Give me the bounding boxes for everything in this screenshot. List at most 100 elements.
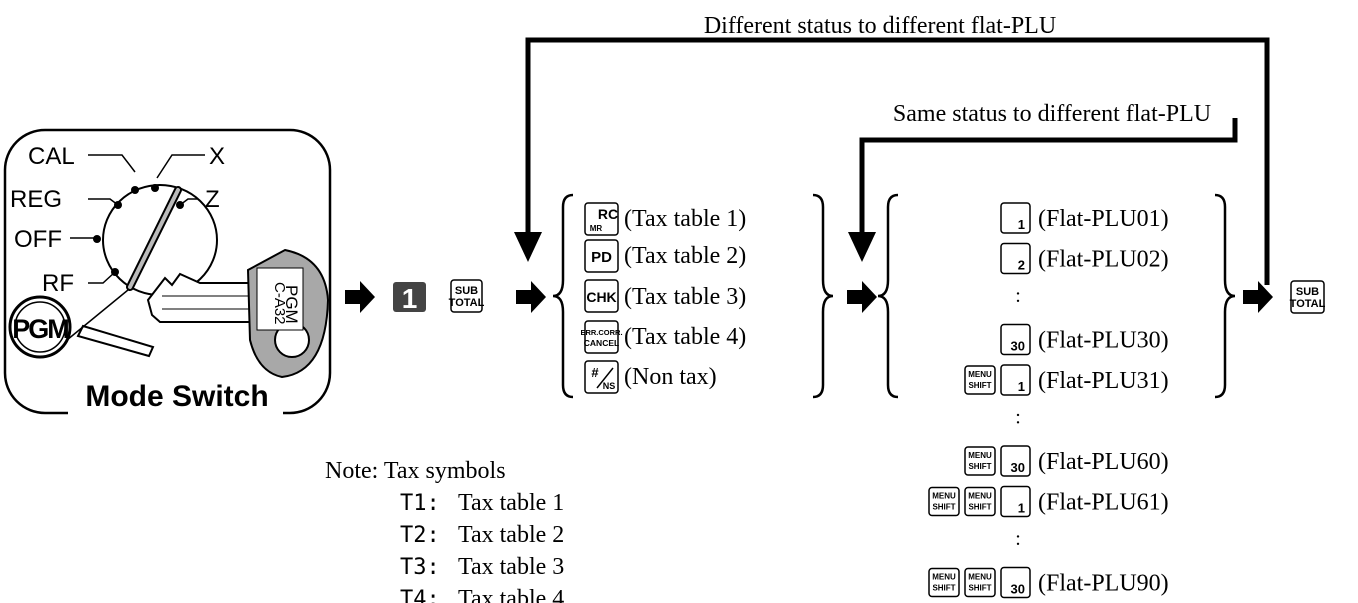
note-text-t4: Tax table 4 [458, 586, 564, 603]
svg-text:2: 2 [1018, 258, 1025, 273]
menu-shift-key[interactable]: MENU SHIFT [964, 486, 996, 517]
flat-plu-key[interactable]: 1 [1000, 202, 1031, 234]
svg-text:SHIFT: SHIFT [932, 584, 955, 593]
svg-text:MENU: MENU [968, 451, 992, 460]
svg-text:MENU: MENU [932, 573, 956, 582]
menu-shift-key[interactable]: MENU SHIFT [928, 567, 960, 598]
tax-table-1-label: (Tax table 1) [624, 206, 746, 232]
flat-plu-label: (Flat-PLU90) [1038, 571, 1169, 597]
numeric-key-1[interactable]: 1 [393, 282, 426, 314]
svg-text:#: # [591, 365, 599, 380]
dial-label-x: X [209, 143, 225, 170]
ellipsis-dots: : [1015, 407, 1021, 429]
flat-plu-key[interactable]: 1 [1000, 485, 1031, 518]
pgm-badge: PGM [12, 314, 68, 344]
flat-plu-row: 1 (Flat-PLU01) [1000, 202, 1169, 234]
svg-text:CHK: CHK [586, 289, 616, 305]
svg-text:30: 30 [1011, 339, 1025, 354]
dial-leaders [70, 154, 205, 284]
svg-text:MR: MR [590, 224, 603, 233]
ellipsis-dots: : [1015, 285, 1021, 307]
tax-brace-right [812, 193, 834, 399]
tax-key-err-corr-cancel[interactable]: ERR.CORR. CANCEL [580, 320, 623, 354]
svg-text:MENU: MENU [968, 370, 992, 379]
note-text-t3: Tax table 3 [458, 554, 564, 580]
svg-text:TOTAL: TOTAL [1290, 298, 1326, 310]
svg-text:TOTAL: TOTAL [449, 297, 485, 309]
dial-label-z: Z [205, 186, 220, 213]
plu-brace-right [1214, 193, 1236, 399]
svg-text:1: 1 [402, 283, 418, 314]
tax-table-4-label: (Tax table 4) [624, 324, 746, 350]
mode-switch: Mode Switch CAL X REG Z OFF RF [3, 128, 332, 416]
dial-label-reg: REG [10, 186, 62, 213]
ellipsis-dots: : [1015, 528, 1021, 550]
tax-table-3-label: (Tax table 3) [624, 284, 746, 310]
flat-plu-key[interactable]: 30 [1000, 445, 1031, 477]
flat-plu-label: (Flat-PLU61) [1038, 490, 1169, 516]
flow-arrows [345, 281, 1273, 313]
svg-text:1: 1 [1018, 501, 1025, 516]
subtotal-key[interactable]: SUB TOTAL [449, 279, 485, 313]
flat-plu-key[interactable]: 30 [1000, 323, 1031, 356]
svg-text:30: 30 [1011, 460, 1025, 475]
different-status-arrowhead [514, 232, 542, 262]
arrow-4 [1243, 281, 1273, 313]
arrow-1 [345, 281, 375, 313]
note-symbol-t2: T2: [400, 523, 440, 548]
svg-text:SHIFT: SHIFT [968, 462, 991, 471]
svg-text:1: 1 [1018, 217, 1025, 232]
svg-text:MENU: MENU [968, 573, 992, 582]
magnifier-icon [8, 295, 155, 359]
flat-plu-row: MENU SHIFT 1 (Flat-PLU31) [964, 364, 1169, 396]
svg-text:MENU: MENU [968, 492, 992, 501]
tax-key-chk[interactable]: CHK [584, 279, 619, 313]
svg-text:SHIFT: SHIFT [968, 503, 991, 512]
flat-plu-list: 1(Flat-PLU01)2(Flat-PLU02):30(Flat-PLU30… [928, 202, 1169, 599]
note-symbol-t3: T3: [400, 555, 440, 580]
flat-plu-row: 2 (Flat-PLU02) [1000, 242, 1169, 275]
final-subtotal-key[interactable]: SUB TOTAL [1290, 280, 1326, 314]
same-status-arrowhead [848, 232, 876, 262]
note-symbol-t4: T4: [400, 587, 440, 603]
flat-plu-key[interactable]: 1 [1000, 364, 1031, 396]
plu-brace-left [877, 193, 899, 399]
flat-plu-label: (Flat-PLU31) [1038, 368, 1169, 394]
tax-key-list: RC MR (Tax table 1) PD (Tax table 2) CHK… [580, 202, 746, 394]
dial-label-cal: CAL [28, 143, 75, 170]
same-status-label: Same status to different flat-PLU [893, 101, 1211, 127]
svg-text:SHIFT: SHIFT [968, 584, 991, 593]
arrow-3 [847, 281, 877, 313]
tax-key-rc-mr[interactable]: RC MR [584, 202, 619, 236]
dial-label-off: OFF [14, 226, 62, 253]
tax-table-2-label: (Tax table 2) [624, 243, 746, 269]
key-label: PGM [282, 285, 301, 324]
braces [552, 193, 1236, 399]
menu-shift-key[interactable]: MENU SHIFT [964, 567, 996, 598]
tax-key-pd[interactable]: PD [584, 239, 619, 273]
svg-text:NS: NS [603, 381, 616, 391]
svg-text:SHIFT: SHIFT [968, 381, 991, 390]
tax-brace-left [552, 193, 574, 399]
key-code: C-A32 [271, 282, 288, 325]
key-icon [146, 248, 330, 379]
svg-text:CANCEL: CANCEL [584, 338, 619, 348]
flat-plu-label: (Flat-PLU02) [1038, 247, 1169, 273]
different-status-label: Different status to different flat-PLU [704, 13, 1056, 39]
menu-shift-key[interactable]: MENU SHIFT [964, 365, 996, 395]
flat-plu-key[interactable]: 30 [1000, 566, 1031, 599]
note-text-t2: Tax table 2 [458, 522, 564, 548]
flat-plu-key[interactable]: 2 [1000, 242, 1031, 275]
same-status-loop [859, 118, 1238, 232]
mode-switch-title-bg [68, 376, 283, 416]
tax-key-hash-ns[interactable]: # NS [584, 360, 619, 394]
menu-shift-key[interactable]: MENU SHIFT [964, 446, 996, 476]
tax-symbol-note: Note: Tax symbols T1: Tax table 1 T2: Ta… [325, 458, 564, 603]
svg-text:1: 1 [1018, 379, 1025, 394]
non-tax-label: (Non tax) [624, 364, 717, 390]
flat-plu-label: (Flat-PLU01) [1038, 206, 1169, 232]
svg-text:30: 30 [1011, 582, 1025, 597]
